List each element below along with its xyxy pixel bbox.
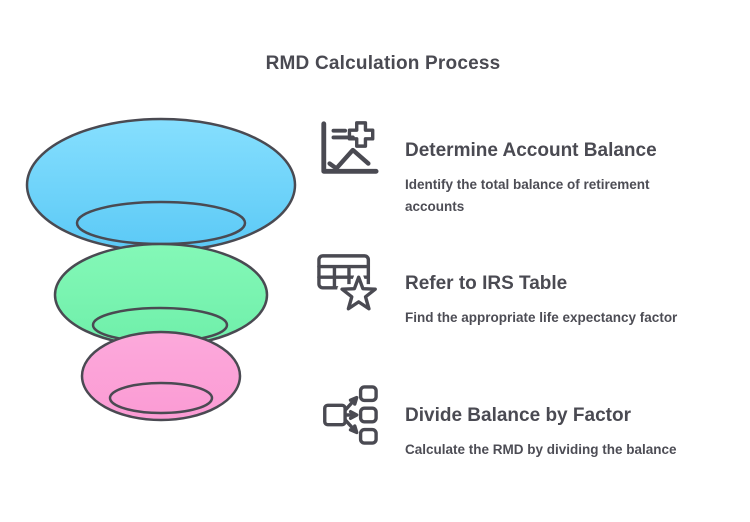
step-description: Find the appropriate life expectancy fac… — [405, 310, 678, 325]
flow-split-icon — [317, 384, 379, 446]
page-title: RMD Calculation Process — [265, 53, 501, 74]
step-description: Calculate the RMD by dividing the balanc… — [405, 442, 677, 457]
step-heading: Refer to IRS Table — [405, 273, 568, 294]
step-item-3: Divide Balance by Factor Calculate the R… — [317, 384, 717, 461]
chart-plus-icon — [317, 119, 379, 181]
funnel-layer-middle — [53, 242, 269, 348]
funnel-layer-bottom-rim — [108, 381, 214, 415]
step-heading: Divide Balance by Factor — [405, 405, 631, 426]
step-heading: Determine Account Balance — [405, 140, 657, 161]
funnel-layer-top — [25, 117, 297, 253]
step-item-2: Refer to IRS Table Find the appropriate … — [317, 252, 717, 329]
funnel-layer-bottom — [80, 330, 242, 422]
step-description: Identify the total balance of retirement… — [405, 177, 650, 214]
step-item-1: Determine Account Balance Identify the t… — [317, 119, 717, 218]
table-star-icon — [317, 252, 381, 314]
